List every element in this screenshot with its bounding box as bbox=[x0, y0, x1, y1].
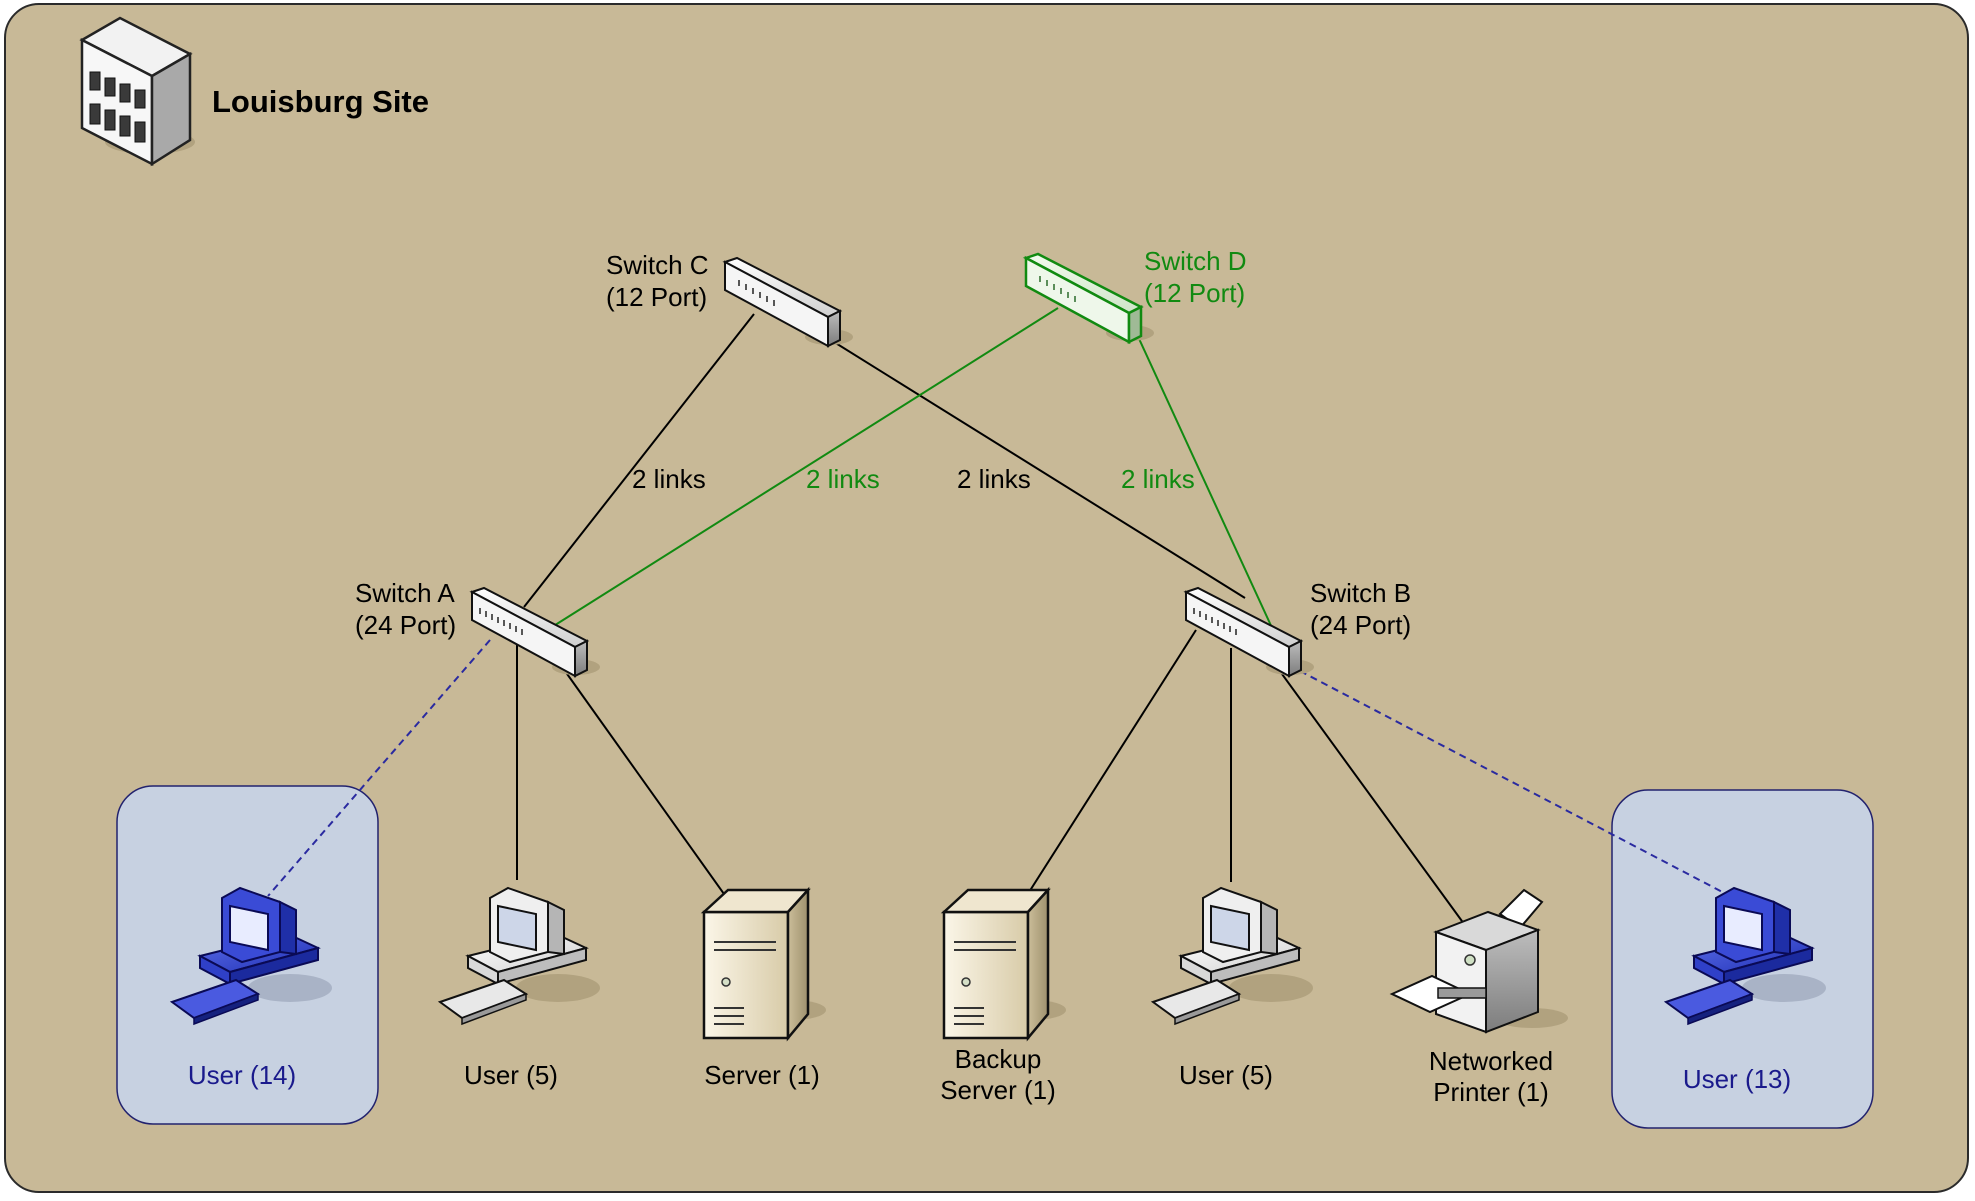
device-label-server: Server (1) bbox=[704, 1060, 820, 1090]
link-label-a-d: 2 links bbox=[806, 464, 880, 494]
switch-a-ports: (24 Port) bbox=[355, 610, 457, 640]
workstation-icon-user-14 bbox=[169, 886, 332, 1026]
device-label-user-5-b: User (5) bbox=[1179, 1060, 1273, 1090]
workstation-icon-user-5-a bbox=[437, 886, 600, 1026]
link-label-c-b: 2 links bbox=[957, 464, 1031, 494]
link-label-d-b: 2 links bbox=[1121, 464, 1195, 494]
switch-d-ports: (12 Port) bbox=[1144, 278, 1246, 308]
link-switch-b-printer bbox=[1262, 647, 1468, 929]
switch-d-icon bbox=[1022, 252, 1154, 345]
printer-icon bbox=[1389, 888, 1568, 1034]
device-label-user-5-a: User (5) bbox=[464, 1060, 558, 1090]
device-label-user-13: User (13) bbox=[1682, 1064, 1792, 1094]
switch-c-name: Switch C bbox=[606, 250, 709, 280]
link-switch-d-switch-b bbox=[1134, 329, 1274, 631]
switch-b-ports: (24 Port) bbox=[1310, 610, 1412, 640]
building-icon bbox=[79, 16, 195, 167]
links bbox=[267, 307, 1731, 929]
switch-c-ports: (12 Port) bbox=[606, 282, 708, 312]
workstation-icon-user-5-b bbox=[1150, 886, 1313, 1026]
device-label-user-14: User (14) bbox=[187, 1060, 297, 1090]
server-icon bbox=[700, 886, 826, 1042]
site-title: Louisburg Site bbox=[212, 84, 429, 119]
link-switch-a-server bbox=[549, 649, 735, 909]
link-switch-a-user-14 bbox=[267, 639, 491, 897]
device-label-backup-server-line1: Backup bbox=[954, 1044, 1042, 1074]
link-switch-b-backup-server bbox=[1023, 629, 1197, 901]
device-label-backup-server-line2: Server (1) bbox=[940, 1075, 1056, 1105]
link-switch-d-switch-a bbox=[551, 307, 1059, 628]
link-switch-c-switch-a bbox=[523, 313, 755, 608]
link-label-a-c: 2 links bbox=[632, 464, 706, 494]
switch-a-icon bbox=[469, 586, 600, 678]
device-label-printer-line2: Printer (1) bbox=[1433, 1077, 1549, 1107]
switch-c-icon bbox=[722, 256, 853, 348]
link-switch-b-user-13 bbox=[1299, 670, 1731, 897]
switch-b-name: Switch B bbox=[1310, 578, 1412, 608]
switch-d-name: Switch D bbox=[1144, 246, 1247, 276]
backup-server-icon bbox=[940, 886, 1066, 1042]
link-switch-c-switch-b bbox=[825, 336, 1246, 599]
switch-b-icon bbox=[1183, 586, 1314, 678]
switch-a-name: Switch A bbox=[355, 578, 455, 608]
workstation-icon-user-13 bbox=[1663, 886, 1826, 1026]
device-label-printer-line1: Networked bbox=[1428, 1046, 1554, 1076]
